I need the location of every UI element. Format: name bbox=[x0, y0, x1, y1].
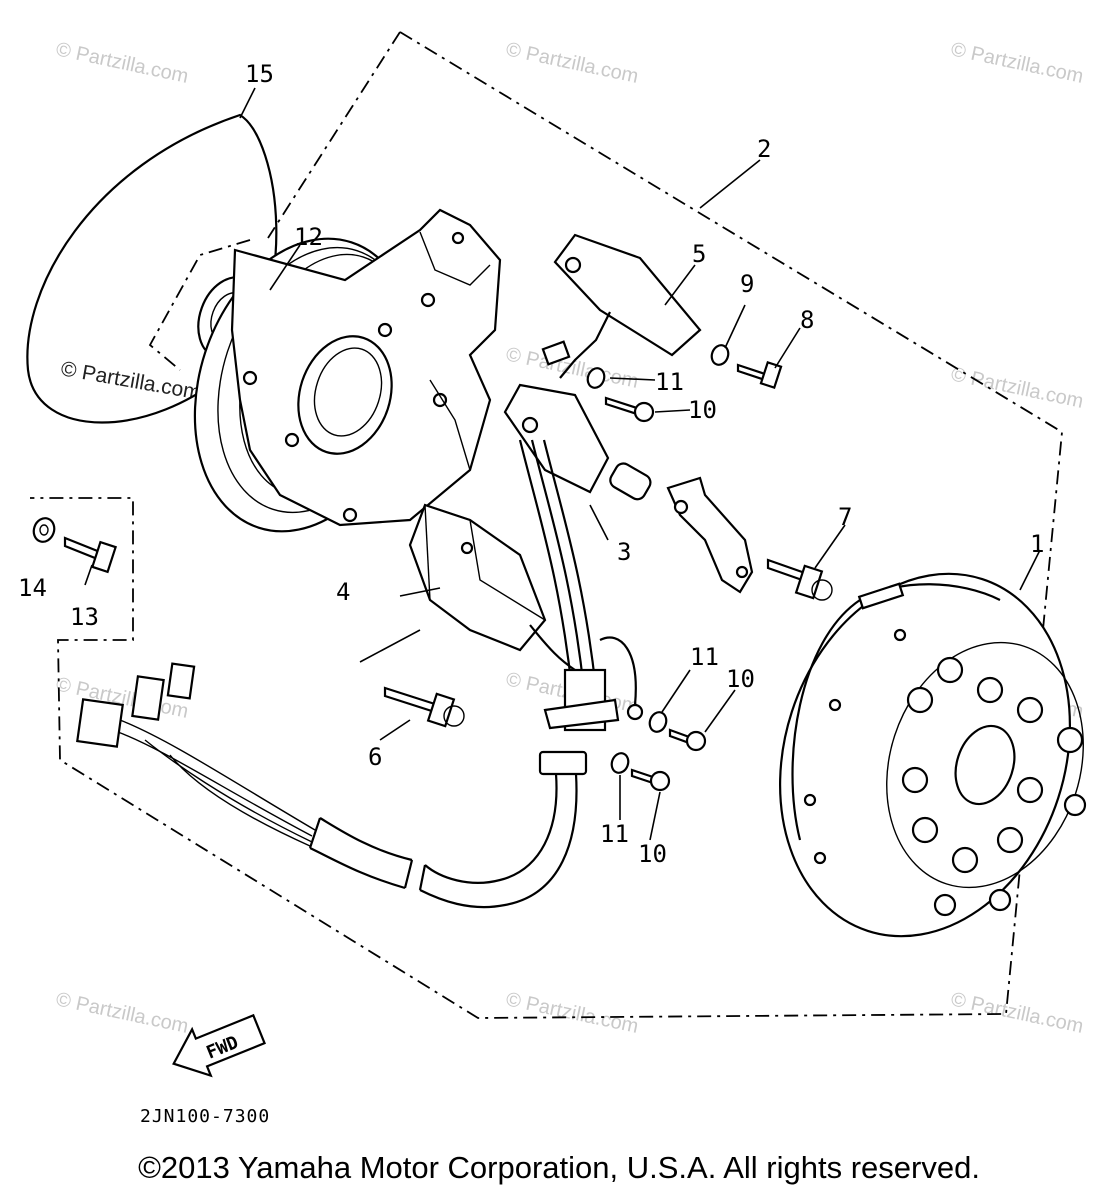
callout-3: 3 bbox=[617, 538, 631, 566]
flywheel-rotor-part-1 bbox=[778, 572, 1087, 938]
leader-lines bbox=[84, 87, 1041, 841]
diagram-code: 2JN100-7300 bbox=[140, 1106, 270, 1127]
watermark-dark: © Partzilla.com bbox=[59, 357, 202, 404]
callout-13: 13 bbox=[70, 603, 99, 631]
callout-10: 10 bbox=[638, 840, 667, 868]
watermark: © Partzilla.com bbox=[54, 38, 190, 88]
callout-1: 1 bbox=[1030, 530, 1044, 558]
callout-15: 15 bbox=[245, 60, 274, 88]
callout-5: 5 bbox=[692, 240, 706, 268]
washer-part-9 bbox=[710, 344, 730, 366]
pickup-coil-body bbox=[553, 233, 702, 357]
callout-11: 11 bbox=[600, 820, 629, 848]
callout-10: 10 bbox=[726, 665, 755, 693]
callout-11: 11 bbox=[690, 643, 719, 671]
wiring-harness bbox=[76, 439, 644, 909]
watermark: © Partzilla.com bbox=[504, 38, 640, 88]
seal-boundary-line bbox=[148, 239, 251, 371]
callout-9: 9 bbox=[740, 270, 754, 298]
watermark: © Partzilla.com bbox=[949, 38, 1085, 88]
assembly-boundary-line bbox=[267, 31, 401, 239]
callout-6: 6 bbox=[368, 743, 382, 771]
connector-plug bbox=[76, 698, 124, 748]
callout-4: 4 bbox=[336, 578, 350, 606]
harness-wire bbox=[518, 439, 574, 691]
regulator-body bbox=[408, 503, 547, 652]
bolt-part-7 bbox=[766, 558, 807, 583]
callout-8: 8 bbox=[800, 306, 814, 334]
bolt-part-6 bbox=[383, 686, 440, 715]
bolts-and-washers bbox=[32, 344, 833, 792]
watermark: © Partzilla.com bbox=[949, 363, 1085, 413]
callout-11: 11 bbox=[655, 368, 684, 396]
pickup-coil-part-5 bbox=[541, 233, 702, 379]
callout-10: 10 bbox=[688, 396, 717, 424]
pickup-coil-3-body bbox=[503, 383, 610, 494]
grommet bbox=[538, 750, 588, 776]
watermark: © Partzilla.com bbox=[504, 988, 640, 1038]
callout-7: 7 bbox=[838, 503, 852, 531]
pickup-collar bbox=[609, 462, 652, 501]
callout-labels: 1 2 3 4 5 6 7 8 9 10 10 10 11 11 11 12 1… bbox=[18, 60, 1044, 868]
washer-part-11 bbox=[586, 367, 606, 389]
stator-center-hole bbox=[297, 335, 393, 455]
callout-14: 14 bbox=[18, 574, 47, 602]
o-ring-part-15 bbox=[26, 113, 278, 424]
bracket-part-7 bbox=[666, 476, 754, 594]
washer-part-14 bbox=[32, 517, 56, 543]
washer-part-11 bbox=[648, 711, 668, 733]
copyright-notice: ©2013 Yamaha Motor Corporation, U.S.A. A… bbox=[138, 1150, 980, 1185]
fwd-arrow-icon bbox=[172, 1013, 266, 1078]
stator-assembly-part-2 bbox=[193, 208, 502, 533]
rotor-hub bbox=[954, 724, 1016, 806]
forward-arrow: FWD bbox=[172, 1013, 266, 1078]
washer-part-11 bbox=[610, 752, 630, 774]
pickup-coil-part-3 bbox=[503, 383, 652, 501]
callout-12: 12 bbox=[294, 223, 323, 251]
watermark: © Partzilla.com bbox=[54, 988, 190, 1038]
rotor-outer bbox=[778, 572, 1072, 938]
regulator-part-4 bbox=[408, 503, 547, 652]
callout-2: 2 bbox=[757, 135, 771, 163]
watermark: © Partzilla.com bbox=[949, 988, 1085, 1038]
